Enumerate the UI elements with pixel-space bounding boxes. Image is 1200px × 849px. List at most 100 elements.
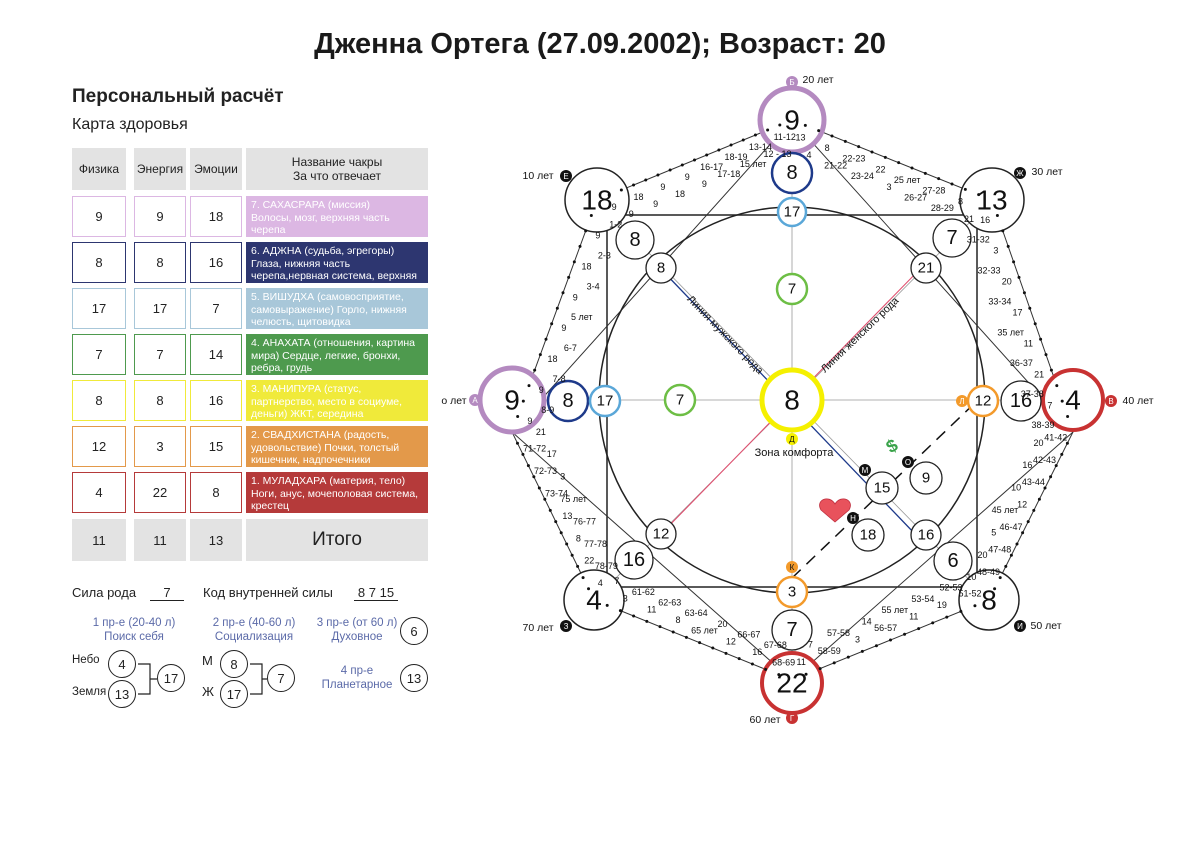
age-tick — [717, 148, 721, 152]
age-label: 20 — [978, 550, 988, 560]
age-tick — [1017, 275, 1021, 279]
age-tick — [1022, 291, 1026, 295]
age-tick — [889, 638, 892, 642]
table-cell-m: 15 — [190, 426, 242, 467]
age-tick — [550, 322, 554, 326]
age-label: 13-14 — [749, 142, 772, 152]
age-tick — [589, 213, 593, 217]
table-cell-e: 22 — [134, 472, 186, 513]
age-tick — [1044, 353, 1048, 357]
inner-strength-value: 8 7 15 — [354, 585, 398, 601]
age-label: 18 — [548, 354, 558, 364]
age-label: 20 — [1002, 277, 1012, 287]
age-tick — [903, 632, 907, 636]
inner-bl2-ring — [645, 518, 677, 550]
age-tick — [581, 576, 585, 580]
age-tick — [559, 531, 563, 535]
age-label: 11 — [909, 612, 918, 622]
age-label: 3 — [887, 182, 892, 192]
age-label: 14 — [862, 617, 872, 627]
letter-v: В — [1108, 397, 1113, 406]
age-label: 42-43 — [1033, 455, 1056, 465]
purpose-1-value: 17 — [157, 664, 185, 692]
inner-r2-ring — [1000, 380, 1042, 422]
age-tick — [1004, 564, 1008, 568]
age-label: 57-58 — [827, 628, 850, 638]
letter-n-dot — [847, 512, 859, 524]
chakra-description: 4. АНАХАТА (отношения, картина мира) Сер… — [246, 334, 428, 375]
age-label: 17-18 — [717, 169, 740, 179]
age-tick — [658, 625, 662, 629]
age-tick — [803, 123, 807, 127]
age-label: 18 — [633, 192, 643, 202]
age-tick — [1049, 475, 1053, 479]
age-tick — [548, 508, 552, 512]
chakra-description: 6. АДЖНА (судьба, эгрегоры) Глаза, нижня… — [246, 242, 428, 283]
chakra-description: 1. МУЛАДХАРА (материя, тело) Ноги, анус,… — [246, 472, 428, 513]
age-label: 5 — [991, 527, 996, 537]
age-tick — [1055, 384, 1059, 388]
age-label: 8 — [676, 615, 681, 625]
age-label: 11 — [1024, 338, 1033, 348]
purpose-1-label: 1 пр-е (20-40 л) Поиск себя — [92, 617, 176, 643]
age-label: 3 — [623, 594, 628, 604]
age-tick — [804, 672, 808, 676]
inner-t2: 17 — [784, 204, 801, 221]
letter-e-dot — [560, 170, 572, 182]
inner-tl2: 8 — [657, 260, 665, 277]
age-label: 51-52 — [959, 589, 982, 599]
zh-value: 17 — [220, 680, 248, 708]
age-label: 8 — [576, 533, 581, 543]
age-label: 9 — [527, 416, 532, 426]
inner-br1: 6 — [947, 550, 958, 572]
age-tick — [544, 337, 548, 341]
age-tick — [818, 667, 822, 671]
age-label: 66-67 — [737, 630, 760, 640]
age-tick — [576, 564, 580, 568]
purpose-4-value: 13 — [400, 664, 428, 692]
age-label: 36-37 — [1010, 358, 1033, 368]
age-label: 3 — [993, 246, 998, 256]
age-label: 11-12 — [774, 132, 796, 142]
age-right: 40 лет — [1122, 395, 1153, 407]
age-label: 11 — [647, 604, 656, 614]
age-tick — [945, 615, 949, 619]
table-cell-p: 8 — [72, 242, 126, 283]
age-label: 72-73 — [534, 466, 557, 476]
comfort-zone-label: Зона комфорта — [755, 447, 835, 459]
age-label: 16 — [980, 215, 990, 225]
age-label: 55 лет — [881, 605, 908, 615]
left-value: 9 — [504, 385, 520, 416]
money-o: 9 — [922, 470, 930, 487]
inner-strength-label: Код внутренней силы — [203, 585, 333, 600]
age-tick — [832, 661, 836, 665]
letter-d: Д — [789, 435, 795, 444]
table-cell-p: 7 — [72, 334, 126, 375]
age-tick — [693, 158, 696, 162]
br-value: 8 — [981, 585, 997, 616]
age-tick — [830, 134, 834, 138]
age-tick — [618, 609, 622, 613]
age-tick — [644, 178, 648, 182]
age-tick — [950, 182, 954, 186]
age-label: 61-62 — [632, 587, 655, 597]
age-tick — [578, 244, 582, 248]
inner-t1: 8 — [786, 162, 797, 184]
age-tick — [817, 129, 821, 133]
table-cell-e: 8 — [134, 242, 186, 283]
age-label: 3 — [560, 472, 565, 482]
age-tick — [993, 587, 997, 591]
inner-l3: 7 — [676, 392, 684, 409]
purpose-4-label: 4 пр-е Планетарное — [321, 665, 393, 691]
table-cell-p: 4 — [72, 472, 126, 513]
table-header-3: Название чакры За что отвечает — [246, 148, 428, 190]
age-tick — [645, 619, 649, 623]
age-label: 20 — [718, 619, 728, 629]
letter-k: К — [790, 563, 795, 572]
sky-value: 4 — [108, 650, 136, 678]
inner-t2-ring — [776, 196, 808, 228]
age-tick — [778, 123, 782, 127]
age-label: 23-24 — [851, 171, 874, 181]
age-tick — [766, 128, 770, 132]
age-tick — [917, 627, 921, 631]
